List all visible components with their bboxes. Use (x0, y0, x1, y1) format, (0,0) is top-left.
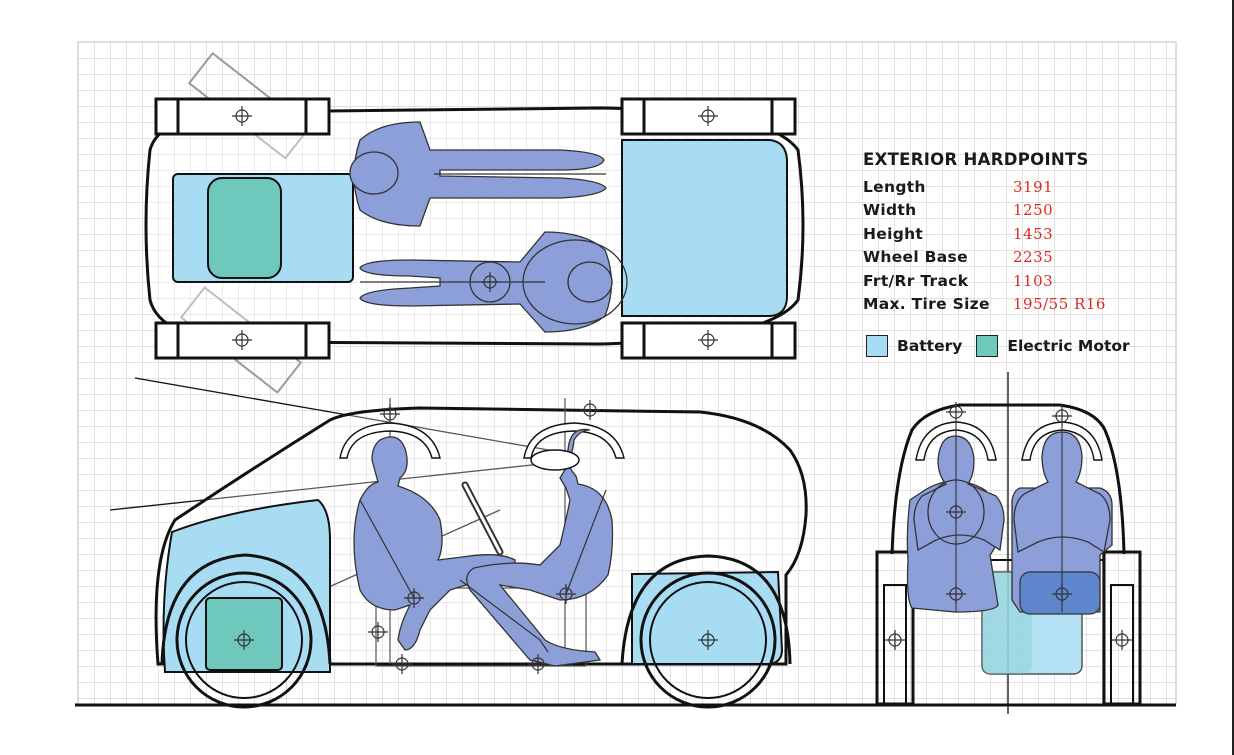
sight-line-2 (109, 461, 561, 511)
occupant-top-1 (349, 121, 607, 227)
occupant-top-2 (359, 231, 628, 333)
legend-label-motor: Electric Motor (1007, 337, 1130, 355)
spec-row-length: Length 3191 (863, 175, 1106, 199)
spec-label: Max. Tire Size (863, 295, 990, 314)
head-restraint-1 (339, 422, 441, 459)
battery-rear-top (621, 139, 788, 317)
rear-wheel-arch (620, 554, 792, 665)
spec-label: Height (863, 224, 924, 243)
front-wheel-arch (160, 553, 332, 665)
motor-swatch (976, 335, 999, 357)
top-view (144, 51, 805, 394)
legend-item-battery: Battery (866, 335, 962, 357)
head-restraint-2 (523, 422, 625, 459)
front-view (875, 372, 1142, 714)
spec-label: Wheel Base (863, 248, 968, 267)
spec-row-tire-size: Max. Tire Size 195/55 R16 (863, 293, 1106, 317)
body-outline-front (890, 403, 1126, 555)
spec-value: 1103 (1013, 271, 1054, 290)
spec-row-track: Frt/Rr Track 1103 (863, 269, 1106, 293)
legend-item-motor: Electric Motor (976, 335, 1130, 357)
occupant-front-1 (913, 435, 1005, 552)
spec-value: 1453 (1013, 224, 1054, 243)
specs-title: EXTERIOR HARDPOINTS (863, 150, 1089, 169)
legend-label-battery: Battery (897, 337, 963, 355)
wheel-rear-right (620, 321, 797, 360)
spec-value: 2235 (1013, 248, 1054, 267)
battery-swatch (866, 335, 888, 357)
wheel-front-right (154, 321, 331, 360)
spec-value: 3191 (1013, 177, 1054, 196)
spec-row-width: Width 1250 (863, 199, 1106, 223)
rear-wheel-side (639, 571, 777, 709)
spec-row-wheel-base: Wheel Base 2235 (863, 246, 1106, 270)
legend: Battery Electric Motor (866, 335, 1144, 357)
spec-value: 1250 (1013, 201, 1054, 220)
seat-cushion-highlight (1019, 571, 1101, 615)
spec-label: Frt/Rr Track (863, 271, 969, 290)
exterior-hardpoints-table: EXTERIOR HARDPOINTS Length 3191 Width 12… (863, 150, 1106, 316)
eye-ellipse (530, 449, 580, 471)
motor-top (207, 177, 282, 279)
spec-row-height: Height 1453 (863, 222, 1106, 246)
wheel-rear-left (620, 97, 797, 136)
spec-value: 195/55 R16 (1013, 295, 1106, 314)
front-wheel-side (175, 571, 313, 709)
wheel-front-left (154, 97, 331, 136)
occupant-side-2 (466, 428, 614, 667)
spec-label: Length (863, 177, 926, 196)
side-view (109, 377, 808, 709)
spec-label: Width (863, 201, 917, 220)
